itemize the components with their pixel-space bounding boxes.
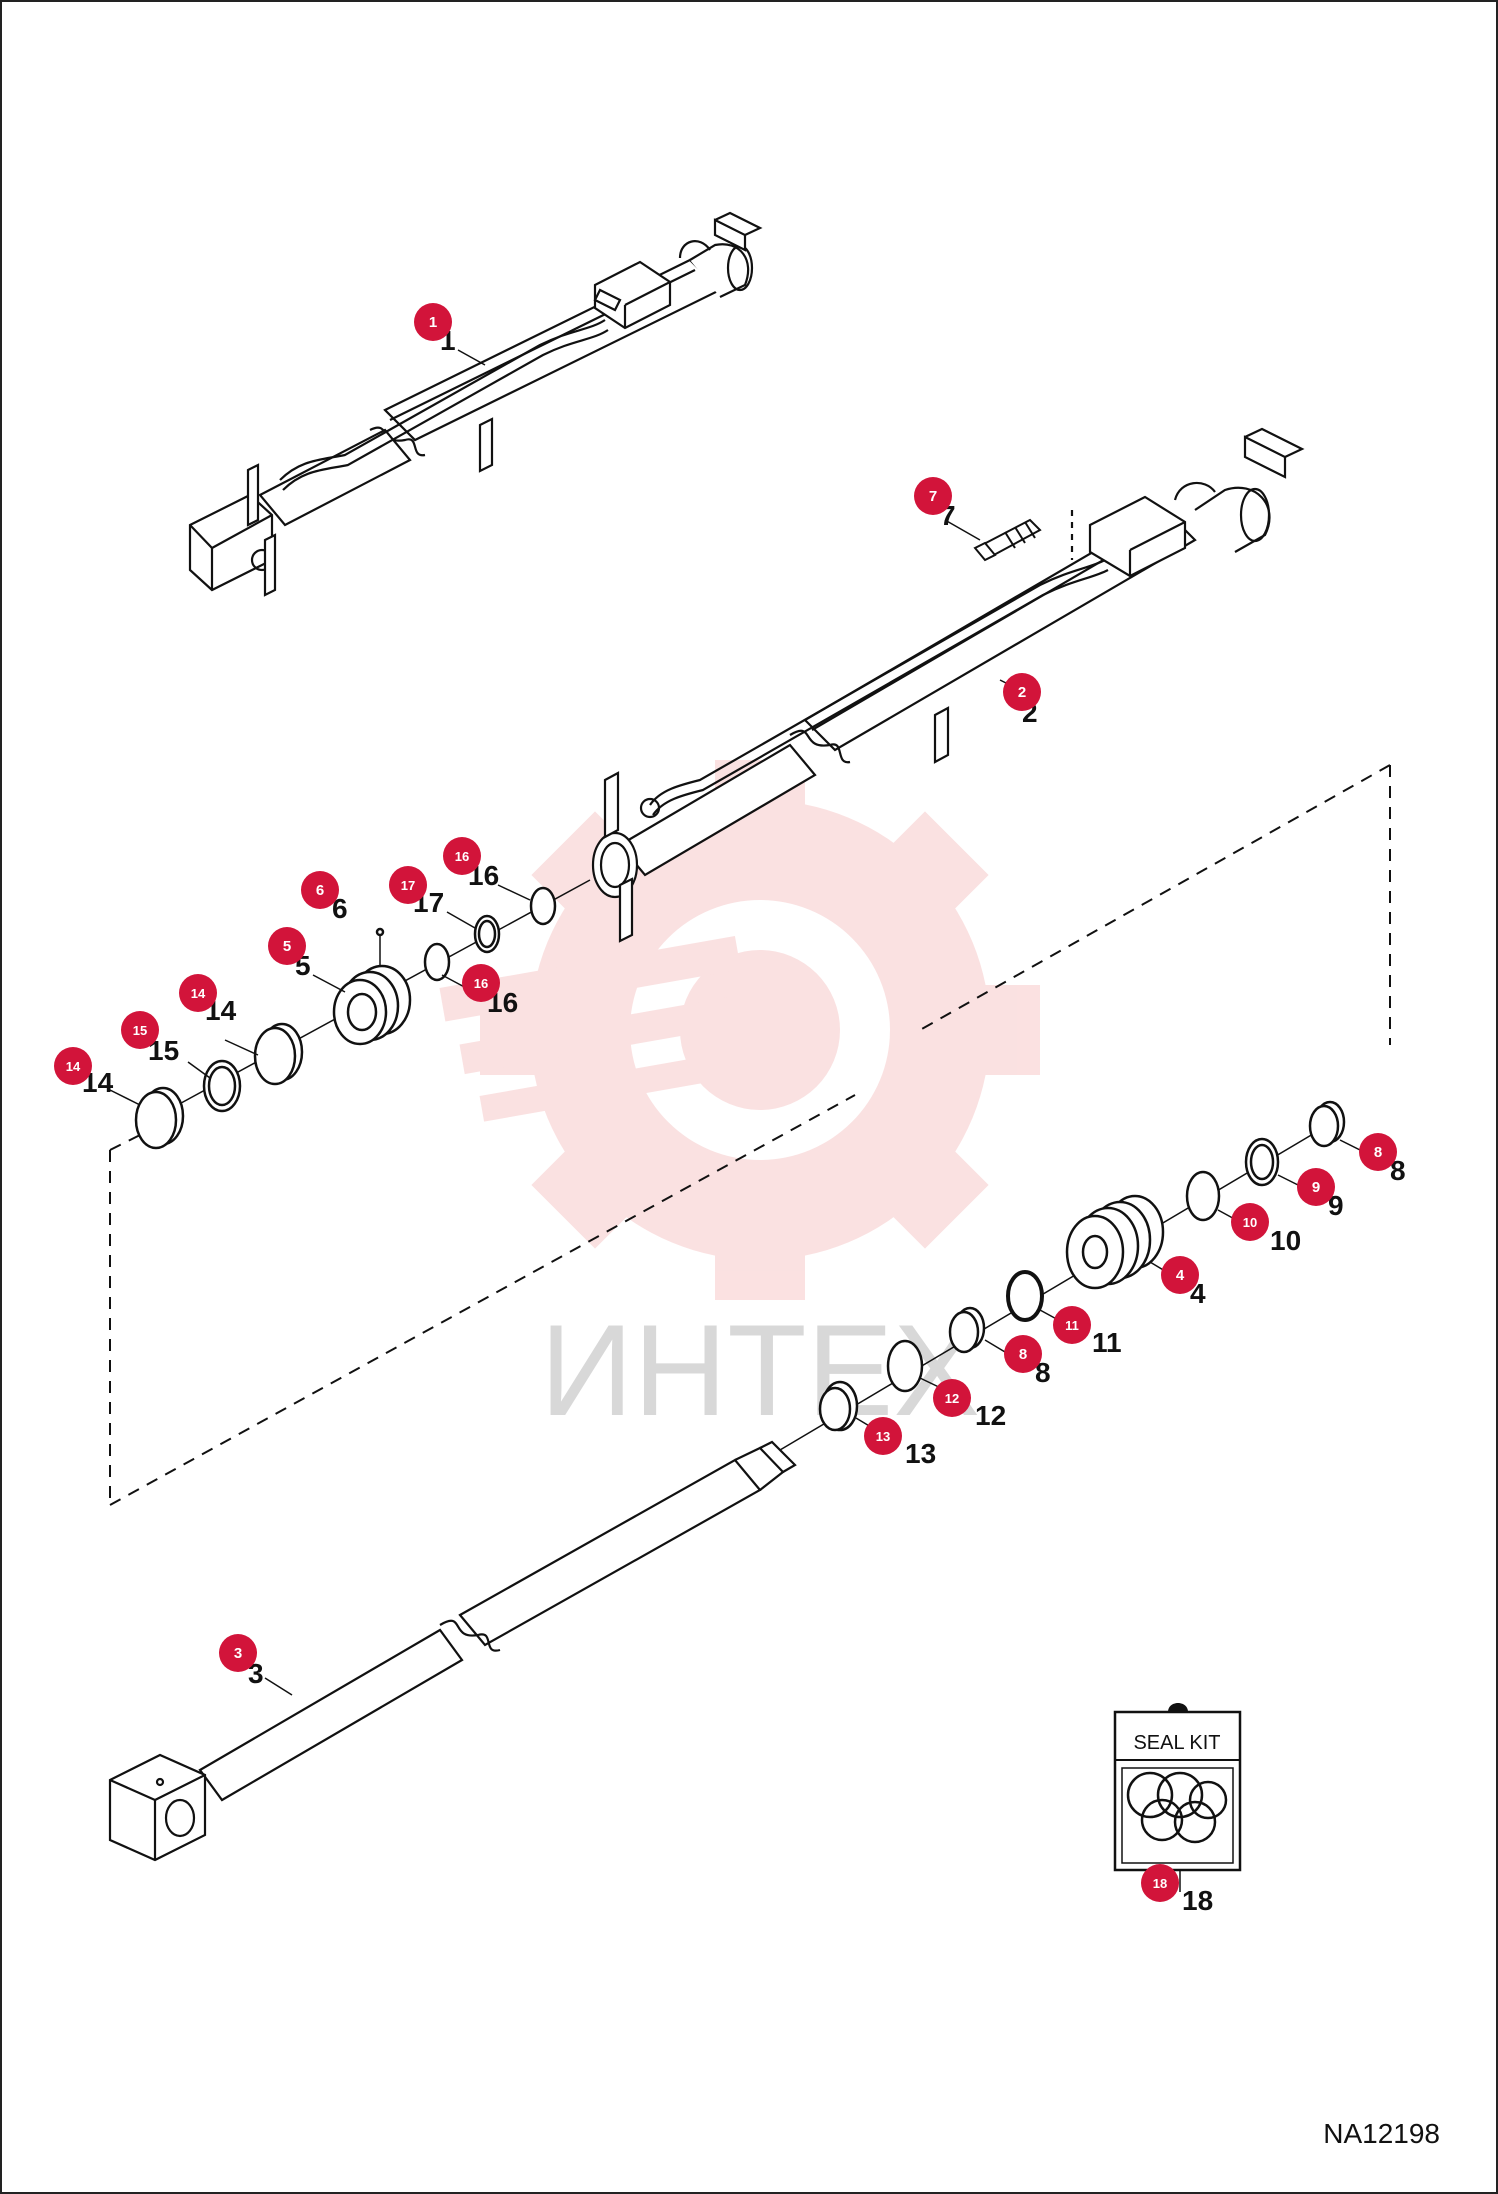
callout-11: 11 11 <box>1053 1306 1122 1358</box>
callout-1: 11 <box>414 303 456 356</box>
callout-badge-text: 16 <box>474 976 488 991</box>
callout-2: 22 <box>1003 673 1041 728</box>
callout-badge <box>1003 673 1041 711</box>
callout-badge-text: 13 <box>876 1429 890 1444</box>
part-number-label: 9 <box>1328 1190 1344 1221</box>
callout-5: 55 <box>268 927 311 981</box>
callout-badge <box>443 837 481 875</box>
callout-badge-text: 8 <box>1374 1144 1382 1161</box>
callout-badge-text: 4 <box>1176 1267 1185 1284</box>
callout-badge <box>179 974 217 1012</box>
callout-badge <box>1359 1133 1397 1171</box>
part-number-label: 8 <box>1035 1357 1051 1388</box>
callout-9: 99 <box>1297 1168 1344 1221</box>
assembly-dashed-outline <box>109 764 1391 1506</box>
callouts: 1122771616171766161655141415151414889910… <box>54 303 1406 1916</box>
part-18-seal-kit: SEAL KIT <box>1113 1703 1242 1892</box>
callout-7: 77 <box>914 477 956 531</box>
callout-badge-text: 11 <box>1065 1318 1079 1333</box>
part-7-fitting <box>973 518 1042 562</box>
callout-6: 66 <box>301 871 348 924</box>
callout-3: 33 <box>219 1634 264 1689</box>
callout-badge-text: 6 <box>316 882 324 899</box>
callout-badge <box>1053 1306 1091 1344</box>
callout-badge-text: 10 <box>1243 1215 1257 1230</box>
callout-badge <box>414 303 452 341</box>
callout-badge-text: 9 <box>1312 1179 1320 1196</box>
callout-13: 13 13 <box>864 1417 936 1469</box>
callout-badge <box>1231 1203 1269 1241</box>
callout-badge-text: 2 <box>1018 684 1026 701</box>
watermark-gear-icon <box>439 760 1040 1300</box>
callout-badge <box>219 1634 257 1672</box>
callout-badge <box>933 1379 971 1417</box>
part-2-cylinder-barrel <box>591 427 1305 943</box>
callout-10: 10 10 <box>1231 1203 1301 1256</box>
part-number-label: 10 <box>1270 1225 1301 1256</box>
callout-4: 44 <box>1161 1256 1206 1309</box>
seal-kit-rings-icon <box>1126 1771 1228 1844</box>
callout-badge-text: 1 <box>429 314 437 331</box>
callout-badge-text: 12 <box>945 1391 959 1406</box>
callout-12: 12 12 <box>933 1379 1006 1431</box>
callout-badge-text: 14 <box>191 986 206 1001</box>
callout-badge-text: 17 <box>401 878 415 893</box>
callout-badge <box>301 871 339 909</box>
part-3-piston-rod <box>108 1440 797 1862</box>
callout-8: 88 <box>1004 1335 1051 1388</box>
part-number-label: 13 <box>905 1438 936 1469</box>
callout-badge-text: 18 <box>1153 1876 1167 1891</box>
callout-badge <box>121 1011 159 1049</box>
callout-badge <box>54 1047 92 1085</box>
callout-badge-text: 5 <box>283 938 291 955</box>
part-number-label: 12 <box>975 1400 1006 1431</box>
callout-badge-text: 7 <box>929 488 937 505</box>
exploded-seals-lower <box>779 1100 1346 1451</box>
callout-badge <box>914 477 952 515</box>
callout-badge-text: 14 <box>66 1059 81 1074</box>
seal-kit-label: SEAL KIT <box>1133 1732 1220 1754</box>
callout-badge <box>1141 1864 1179 1902</box>
exploded-seals-upper <box>134 879 591 1150</box>
part-number-label: 11 <box>1092 1327 1122 1358</box>
callout-badge-text: 15 <box>133 1023 147 1038</box>
callout-badge-text: 3 <box>234 1645 242 1662</box>
seal-kit-box <box>1113 1710 1242 1872</box>
part-number-label: 8 <box>1390 1155 1406 1186</box>
callout-badge <box>1297 1168 1335 1206</box>
part-1-cylinder-assembly <box>188 211 763 597</box>
callout-badge <box>1161 1256 1199 1294</box>
callout-8: 88 <box>1359 1133 1406 1186</box>
callout-badge <box>389 866 427 904</box>
callout-badge-text: 16 <box>455 849 469 864</box>
callout-badge <box>462 964 500 1002</box>
drawing-id: NA12198 <box>1323 2118 1440 2149</box>
part-number-label: 18 <box>1182 1885 1213 1916</box>
callout-badge-text: 8 <box>1019 1346 1027 1363</box>
callout-badge <box>268 927 306 965</box>
callout-badge <box>1004 1335 1042 1373</box>
part-number-label: 6 <box>332 893 348 924</box>
callout-badge <box>864 1417 902 1455</box>
